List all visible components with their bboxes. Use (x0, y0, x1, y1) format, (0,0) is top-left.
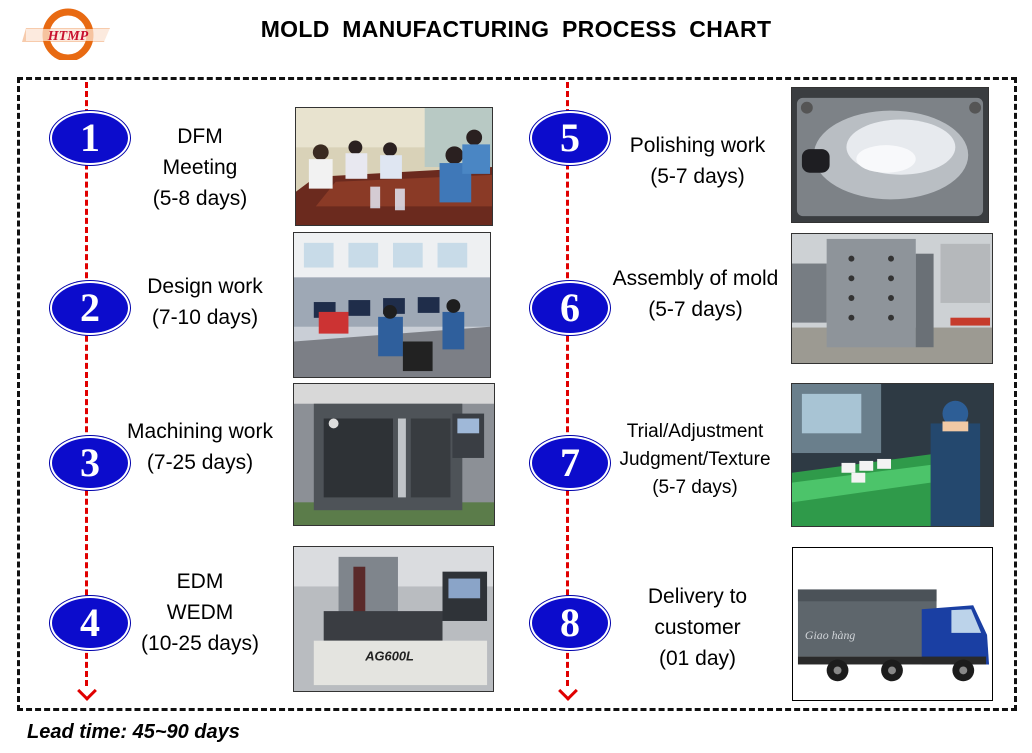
logo-text: HTMP (47, 29, 89, 44)
step-badge-3: 3 (50, 436, 130, 490)
step-label-3: Machining work (7-25 days) (127, 420, 273, 474)
truck-side-text: Giao hàng (805, 628, 856, 642)
photo-dfm-meeting (295, 107, 493, 226)
photo-design-office (293, 232, 491, 378)
step-badge-2: 2 (50, 281, 130, 335)
lead-time-note: Lead time: 45~90 days (27, 721, 240, 743)
step-label-5: Polishing work (5-7 days) (629, 134, 766, 188)
machine-brand-label: AG600L (364, 648, 414, 663)
step-badge-6: 6 (530, 281, 610, 335)
timeline-left (85, 82, 88, 686)
photo-machining-center (293, 383, 495, 526)
step-label-7: Trial/Adjustment Judgment/Texture (5-7 d… (619, 421, 771, 498)
photo-polished-mold (791, 87, 989, 223)
page-title: MOLD MANUFACTURING PROCESS CHART (260, 16, 772, 42)
step-label-2: Design work (7-10 days) (147, 275, 263, 329)
company-logo: HTMP (22, 8, 114, 62)
photo-mold-assembly (791, 233, 993, 364)
step-badge-1: 1 (50, 111, 130, 165)
photo-edm-machine: AG600L (293, 546, 494, 692)
photo-trial-inspection (791, 383, 994, 527)
step-label-8: Delivery to customer (01 day) (647, 585, 748, 670)
step-label-4: EDM WEDM (10-25 days) (141, 570, 259, 655)
step-badge-7: 7 (530, 436, 610, 490)
step-label-6: Assembly of mold (5-7 days) (612, 267, 779, 321)
step-label-1: DFM Meeting (5-8 days) (152, 125, 248, 210)
timeline-right (566, 82, 569, 686)
photo-delivery-truck: Giao hàng (792, 547, 993, 701)
step-badge-5: 5 (530, 111, 610, 165)
step-badge-4: 4 (50, 596, 130, 650)
step-badge-8: 8 (530, 596, 610, 650)
process-frame (17, 77, 1017, 711)
